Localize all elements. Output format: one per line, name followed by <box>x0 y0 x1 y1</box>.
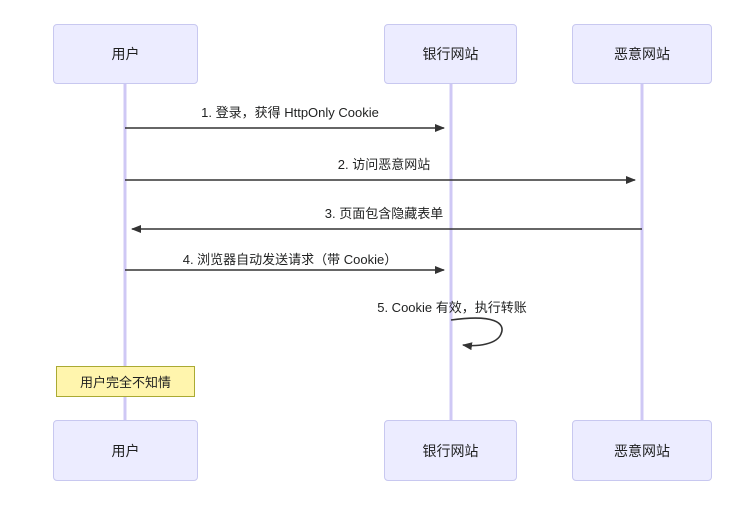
participant-label-bank: 银行网站 <box>422 46 479 62</box>
participant-box-bank-top[interactable]: 银行网站 <box>384 24 517 84</box>
participant-box-user-top[interactable]: 用户 <box>53 24 198 84</box>
lifelines <box>123 84 644 420</box>
participant-label-user-bottom: 用户 <box>111 442 140 459</box>
participant-label-user: 用户 <box>111 46 140 62</box>
message-arrow-5-self-loop <box>450 317 503 351</box>
note-user-unaware: 用户完全不知情 <box>56 366 195 397</box>
participant-box-evil-bottom[interactable]: 恶意网站 <box>572 420 712 481</box>
note-label: 用户完全不知情 <box>79 375 171 390</box>
participant-box-evil-top[interactable]: 恶意网站 <box>572 24 712 84</box>
message-label-1: 1. 登录，获得 HttpOnly Cookie <box>201 105 379 120</box>
participant-box-user-bottom[interactable]: 用户 <box>53 420 198 481</box>
message-label-5: 5. Cookie 有效，执行转账 <box>377 300 527 315</box>
participant-label-evil-bottom: 恶意网站 <box>614 442 670 459</box>
participant-label-evil: 恶意网站 <box>614 46 670 62</box>
participant-label-bank-bottom: 银行网站 <box>422 442 479 459</box>
message-arrows <box>125 124 642 351</box>
message-label-3: 3. 页面包含隐藏表单 <box>324 206 444 221</box>
participant-box-bank-bottom[interactable]: 银行网站 <box>384 420 517 481</box>
message-label-4: 4. 浏览器自动发送请求（带 Cookie） <box>182 252 398 267</box>
message-label-2: 2. 访问恶意网站 <box>337 157 431 172</box>
